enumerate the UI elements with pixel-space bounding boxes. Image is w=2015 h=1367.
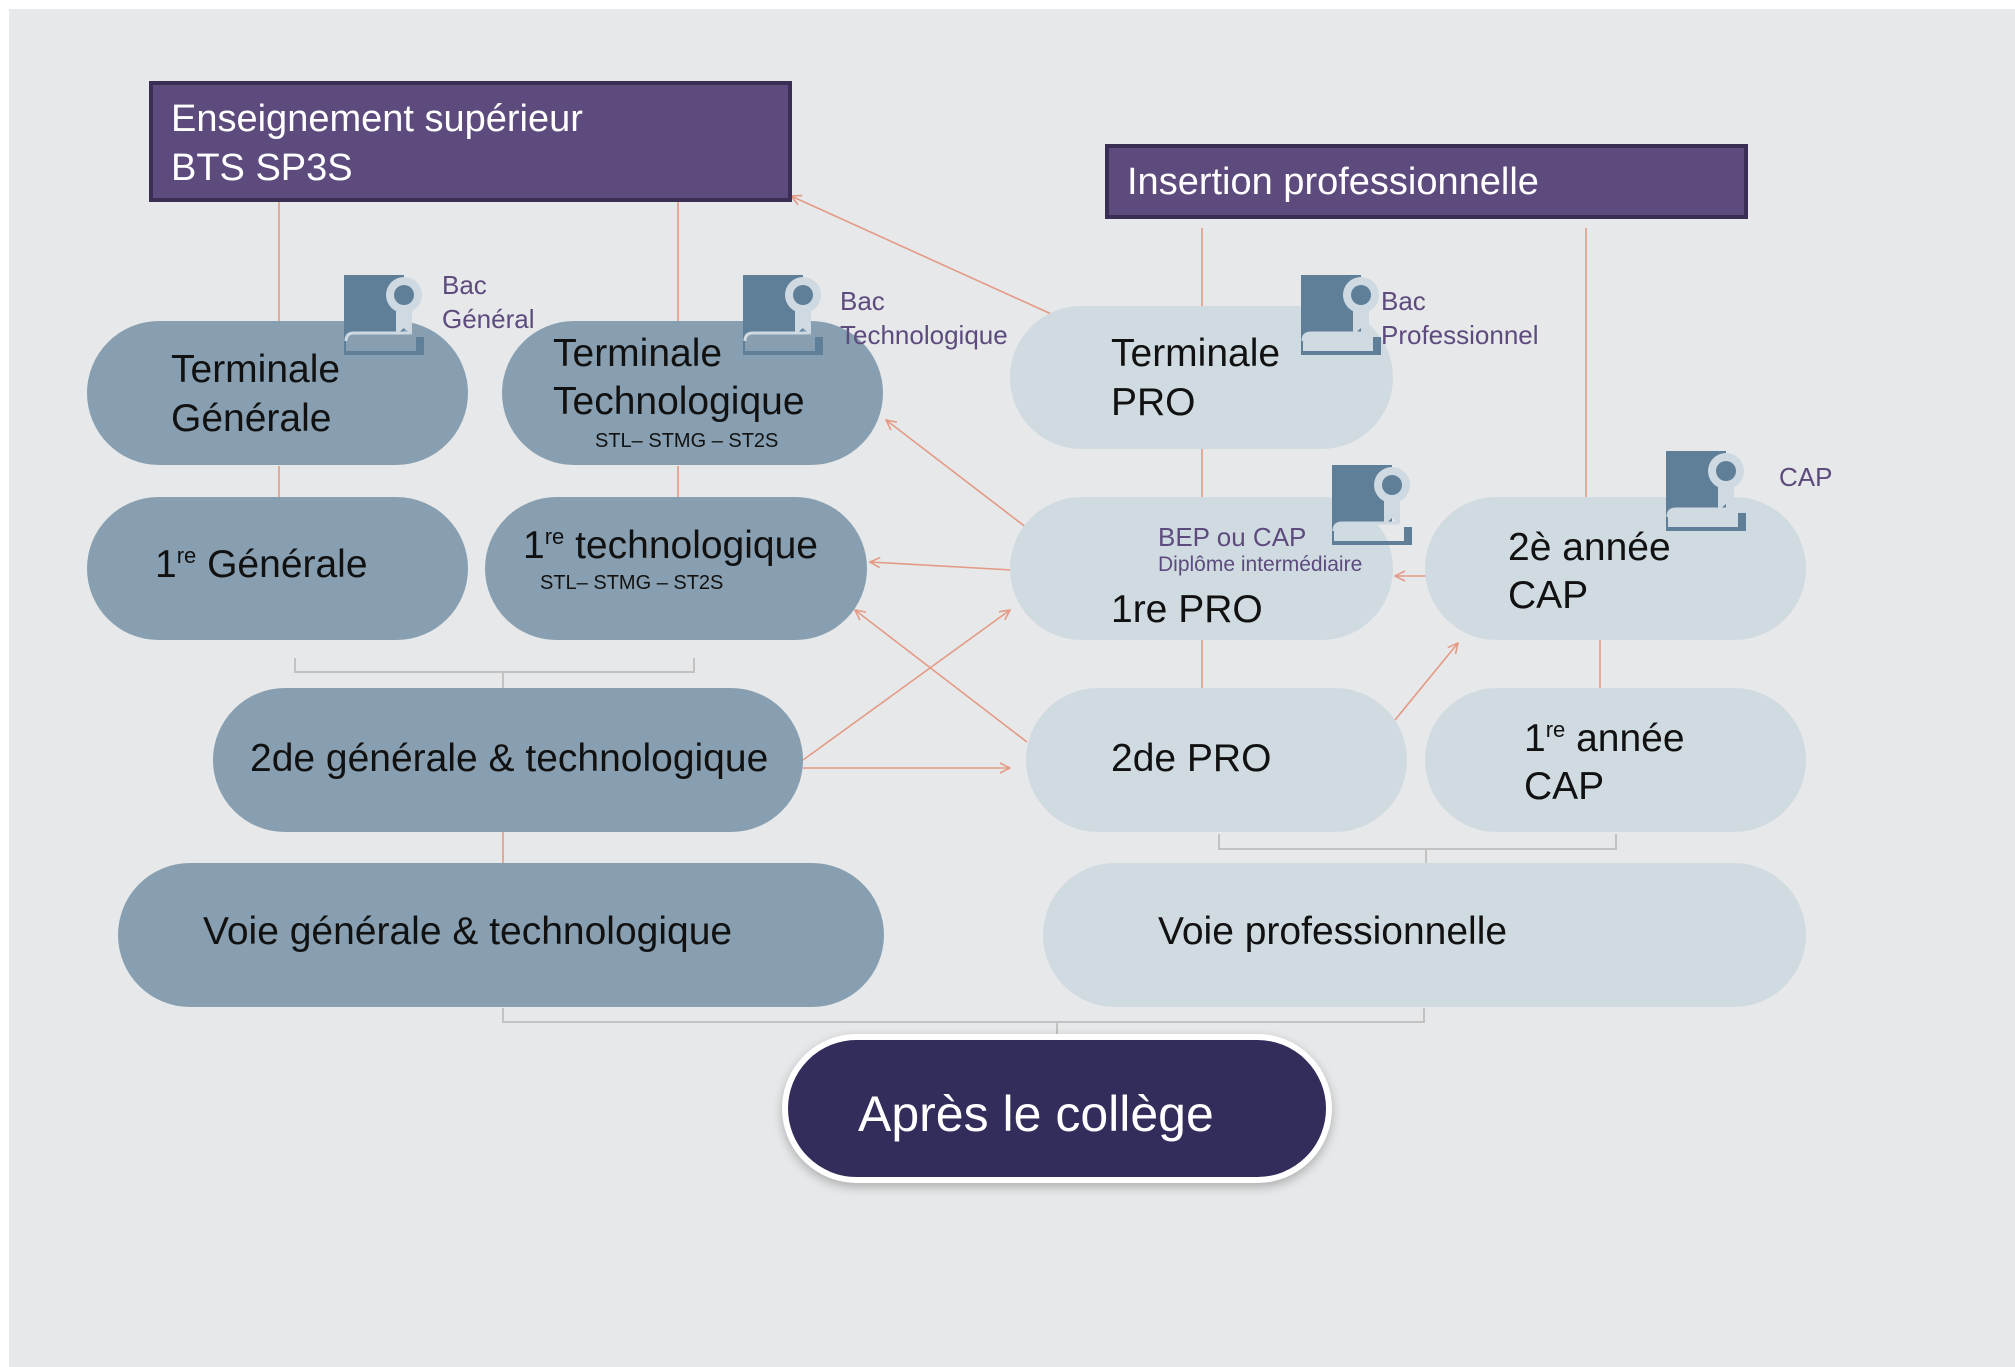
deuxieme-cap-line1: 2è année xyxy=(1508,526,1671,569)
arrow-2pro-1t xyxy=(855,610,1028,743)
seconde-gt-label: 2de générale & technologique xyxy=(250,737,769,780)
voie-gt-label: Voie générale & technologique xyxy=(203,910,733,953)
premiere-generale-label: 1re Générale xyxy=(155,543,368,586)
node-voie-generale-technologique: Voie générale & technologique xyxy=(118,863,884,1007)
arrow-tpro-superieur xyxy=(791,196,1061,319)
bracket-voies xyxy=(502,1008,1425,1034)
premiere-techno-label: 1re technologique xyxy=(523,524,818,567)
node-premiere-generale: 1re Générale xyxy=(87,497,468,640)
bracket-pro-cap xyxy=(1218,834,1617,864)
premiere-cap-line2: CAP xyxy=(1524,765,1605,808)
header-insertion-professionnelle: Insertion professionnelle xyxy=(1105,144,1748,219)
bracket-premieres-gt xyxy=(294,658,695,688)
arrow-1pro-1t xyxy=(870,562,1013,571)
terminale-generale-line1: Terminale xyxy=(171,348,341,391)
header-insertion-label: Insertion professionnelle xyxy=(1127,161,1539,203)
header-superieur-line2: BTS SP3S xyxy=(171,147,353,189)
node-premiere-pro: BEP ou CAP Diplôme intermédiaire 1re PRO xyxy=(1010,497,1393,640)
arrow-2pro-2cap xyxy=(1394,643,1458,721)
node-premiere-technologique: 1re technologique STL– STMG – ST2S xyxy=(485,497,867,640)
node-seconde-pro: 2de PRO xyxy=(1026,688,1407,832)
apres-college-label: Après le collège xyxy=(858,1086,1214,1142)
premiere-cap-line1: 1re année xyxy=(1524,717,1685,760)
certificate-icon xyxy=(1666,451,1746,531)
node-voie-professionnelle: Voie professionnelle xyxy=(1043,863,1806,1007)
terminale-techno-series: STL– STMG – ST2S xyxy=(595,430,779,452)
node-terminale-generale: Terminale Générale xyxy=(87,321,468,465)
certificate-icon xyxy=(1301,275,1381,355)
premiere-pro-label: 1re PRO xyxy=(1111,588,1263,631)
node-terminale-pro: Terminale PRO xyxy=(1010,306,1393,449)
node-premiere-annee-cap: 1re année CAP xyxy=(1425,688,1806,832)
premiere-techno-series: STL– STMG – ST2S xyxy=(540,572,724,594)
arrow-2gt-1pro xyxy=(802,610,1010,761)
seconde-pro-label: 2de PRO xyxy=(1111,737,1272,780)
voie-pro-label: Voie professionnelle xyxy=(1158,910,1508,953)
terminale-techno-line1: Terminale xyxy=(553,332,723,375)
header-enseignement-superieur: Enseignement supérieur BTS SP3S xyxy=(149,81,792,202)
certificate-icon xyxy=(344,275,424,355)
node-seconde-generale-technologique: 2de générale & technologique xyxy=(213,688,803,832)
deuxieme-cap-line2: CAP xyxy=(1508,574,1589,617)
terminale-pro-line1: Terminale xyxy=(1111,332,1281,375)
terminale-pro-line2: PRO xyxy=(1111,381,1196,424)
bep-cap-label: BEP ou CAP xyxy=(1158,522,1307,552)
arrow-1pro-tt xyxy=(886,420,1028,529)
certificate-icon xyxy=(1332,465,1412,545)
certificate-icon xyxy=(743,275,823,355)
terminale-techno-line2: Technologique xyxy=(553,380,805,423)
node-apres-le-college: Après le collège xyxy=(782,1034,1332,1183)
header-superieur-line1: Enseignement supérieur xyxy=(171,98,583,140)
terminale-generale-line2: Générale xyxy=(171,397,332,440)
diplome-intermediaire-label: Diplôme intermédiaire xyxy=(1158,553,1363,576)
